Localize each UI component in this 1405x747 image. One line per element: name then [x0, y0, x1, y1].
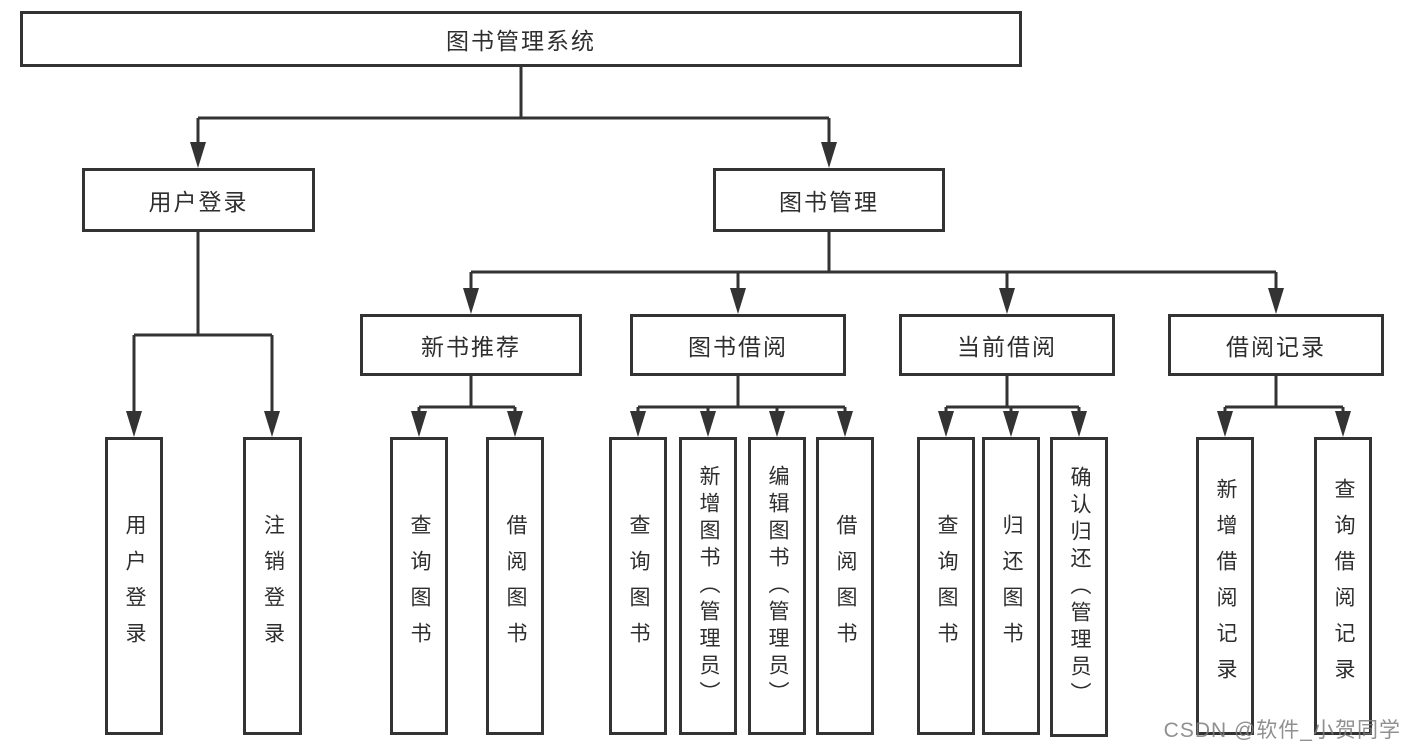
node-leaf-edit-books-admin: 编辑图书（管理员）: [748, 437, 806, 735]
node-leaf-query-borrow-record: 查询借阅记录: [1314, 437, 1372, 735]
node-borrowing-records: 借阅记录: [1168, 314, 1384, 376]
node-leaf-add-borrow-record: 新增借阅记录: [1196, 437, 1254, 735]
node-new-book-recommendation: 新书推荐: [360, 314, 582, 376]
node-library-management-system: 图书管理系统: [20, 11, 1022, 67]
node-leaf-confirm-return-admin: 确认归还（管理员）: [1050, 437, 1108, 737]
watermark-text: CSDN @软件_小贺同学: [1163, 719, 1401, 742]
node-leaf-query-books-3: 查询图书: [917, 437, 975, 735]
node-leaf-logout: 注销登录: [243, 437, 302, 735]
node-leaf-query-books-2: 查询图书: [609, 437, 667, 735]
node-leaf-borrow-books-1: 借阅图书: [486, 437, 544, 735]
node-leaf-borrow-books-2: 借阅图书: [816, 437, 874, 735]
node-leaf-query-books-1: 查询图书: [390, 437, 448, 735]
node-book-borrowing: 图书借阅: [630, 314, 846, 376]
node-book-management-branch: 图书管理: [713, 168, 945, 232]
node-leaf-user-login: 用户登录: [105, 437, 163, 735]
node-user-login-branch: 用户登录: [82, 168, 315, 232]
node-current-borrowing: 当前借阅: [899, 314, 1115, 376]
node-leaf-add-books-admin: 新增图书（管理员）: [679, 437, 737, 735]
node-leaf-return-books: 归还图书: [982, 437, 1040, 735]
